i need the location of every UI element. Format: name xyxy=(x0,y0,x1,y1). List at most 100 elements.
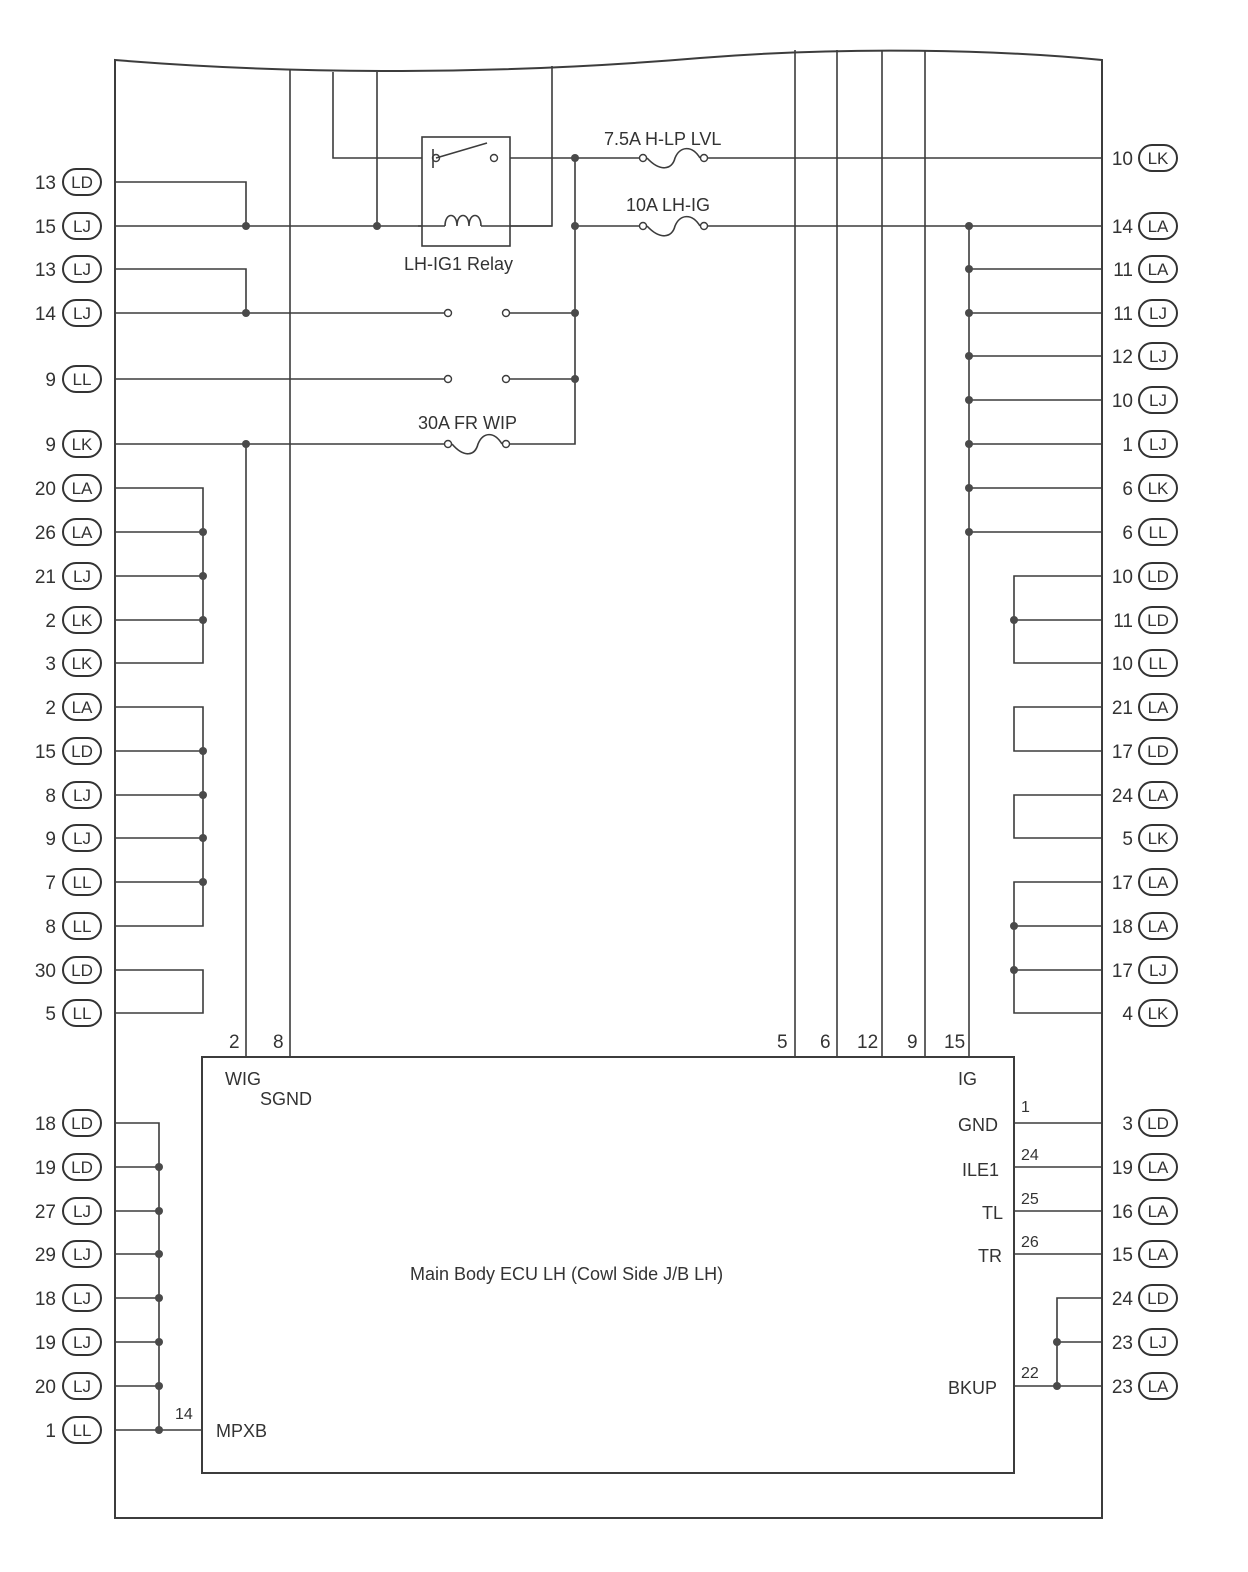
connector-code: LJ xyxy=(73,1289,91,1308)
connector-badge xyxy=(1138,1153,1178,1181)
fuse-hlp-symbol xyxy=(638,147,709,169)
connector-code: LJ xyxy=(73,304,91,323)
connector-terminal: LJ9 xyxy=(45,824,102,852)
connector-terminal: LL 7 xyxy=(45,868,102,896)
connector-pin: 15 xyxy=(1112,1245,1133,1266)
connector-pin: 8 xyxy=(45,786,56,807)
connector-pin: 8 xyxy=(45,917,56,938)
connector-pin: 5 xyxy=(45,1004,56,1025)
ecu-terminal-wig: WIG xyxy=(225,1069,261,1089)
connector-pin: 11 xyxy=(1113,304,1133,325)
connector-pin: 7 xyxy=(45,873,56,894)
ecu-title: Main Body ECU LH (Cowl Side J/B LH) xyxy=(410,1264,723,1284)
connector-pin: 12 xyxy=(1112,347,1133,368)
ecu-pin-number: 5 xyxy=(777,1032,788,1053)
connector-pin: 26 xyxy=(35,523,56,544)
junction-block-outline xyxy=(114,49,1103,1519)
connector-pin: 21 xyxy=(1112,698,1133,719)
connector-badge xyxy=(62,999,102,1027)
connector-badge xyxy=(1138,1372,1178,1400)
ecu-pin-number: 8 xyxy=(273,1032,284,1053)
ecu-pin-number: 14 xyxy=(175,1406,193,1423)
connector-pin: 16 xyxy=(1112,1202,1133,1223)
left-connectors: LD13LJ15LJ13LJ14LL9LK9LA20LA26LJ21LK2LK3… xyxy=(35,168,102,1444)
connector-code: LA xyxy=(1148,917,1169,936)
ecu-box xyxy=(201,1056,1015,1474)
connector-code: LD xyxy=(71,173,93,192)
connector-terminal: LK6 xyxy=(1122,474,1178,502)
connector-code: LD xyxy=(1147,742,1169,761)
connector-terminal: LK2 xyxy=(45,606,102,634)
fuse-lhig-symbol xyxy=(638,215,709,237)
connector-code: LJ xyxy=(73,1202,91,1221)
junction-dots xyxy=(155,154,1061,1434)
connector-badge xyxy=(1138,868,1178,896)
connector-badge xyxy=(62,1284,102,1312)
ecu-pin-number: 26 xyxy=(1021,1234,1039,1251)
connector-badge xyxy=(62,1240,102,1268)
connector-code: LJ xyxy=(73,217,91,236)
connector-code: LJ xyxy=(1149,304,1167,323)
connector-pin: 13 xyxy=(35,260,56,281)
connector-pin: 19 xyxy=(35,1333,56,1354)
connector-terminal: LJ1 xyxy=(1122,430,1178,458)
connector-code: LA xyxy=(1148,1245,1169,1264)
connector-pin: 24 xyxy=(1112,1289,1134,1310)
ecu-pin-number: 6 xyxy=(820,1032,831,1053)
connector-pin: 9 xyxy=(45,829,56,850)
connector-pin: 21 xyxy=(35,567,56,588)
ecu-pin-number: 15 xyxy=(944,1032,965,1053)
connector-pin: 20 xyxy=(35,1377,56,1398)
connector-pin: 27 xyxy=(35,1202,56,1223)
connector-code: LL xyxy=(73,917,92,936)
connector-terminal: LK4 xyxy=(1122,999,1178,1027)
connector-code: LJ xyxy=(73,1377,91,1396)
connector-code: LJ xyxy=(73,567,91,586)
fuse-hlp-label: 7.5A H-LP LVL xyxy=(604,129,721,149)
connector-badge xyxy=(1138,386,1178,414)
connector-code: LD xyxy=(1147,567,1169,586)
connector-badge xyxy=(62,606,102,634)
connector-code: LL xyxy=(73,873,92,892)
connector-pin: 10 xyxy=(1112,654,1133,675)
connector-terminal: LK5 xyxy=(1122,824,1178,852)
connector-badge xyxy=(1138,693,1178,721)
connector-badge xyxy=(1138,1109,1178,1137)
ecu-terminal-sgnd: SGND xyxy=(260,1089,312,1109)
connector-code: LL xyxy=(73,1004,92,1023)
connector-badge xyxy=(62,1372,102,1400)
ecu-terminal-tl: TL xyxy=(982,1203,1003,1223)
connector-code: LK xyxy=(1148,479,1169,498)
connector-code: LD xyxy=(1147,611,1169,630)
connector-code: LA xyxy=(1148,1202,1169,1221)
connector-terminal: LK9 xyxy=(45,430,102,458)
connector-code: LK xyxy=(1148,829,1169,848)
connector-pin: 23 xyxy=(1112,1377,1133,1398)
connector-code: LL xyxy=(73,370,92,389)
connector-code: LD xyxy=(71,1114,93,1133)
connector-badge xyxy=(1138,474,1178,502)
right-connectors: LK10LA14LA11LJ11LJ12LJ10LJ1LK6LL6LD10LD1… xyxy=(1112,144,1178,1400)
connector-code: LA xyxy=(72,523,93,542)
ecu-terminal-ig: IG xyxy=(958,1069,977,1089)
connector-pin: 6 xyxy=(1122,523,1133,544)
connector-code: LA xyxy=(72,698,93,717)
connector-badge xyxy=(62,781,102,809)
connector-badge xyxy=(62,868,102,896)
connector-pin: 9 xyxy=(45,435,56,456)
connector-code: LJ xyxy=(1149,961,1167,980)
connector-badge xyxy=(1138,606,1178,634)
connector-code: LD xyxy=(71,1158,93,1177)
connector-pin: 17 xyxy=(1112,961,1133,982)
connector-pin: 19 xyxy=(1112,1158,1133,1179)
